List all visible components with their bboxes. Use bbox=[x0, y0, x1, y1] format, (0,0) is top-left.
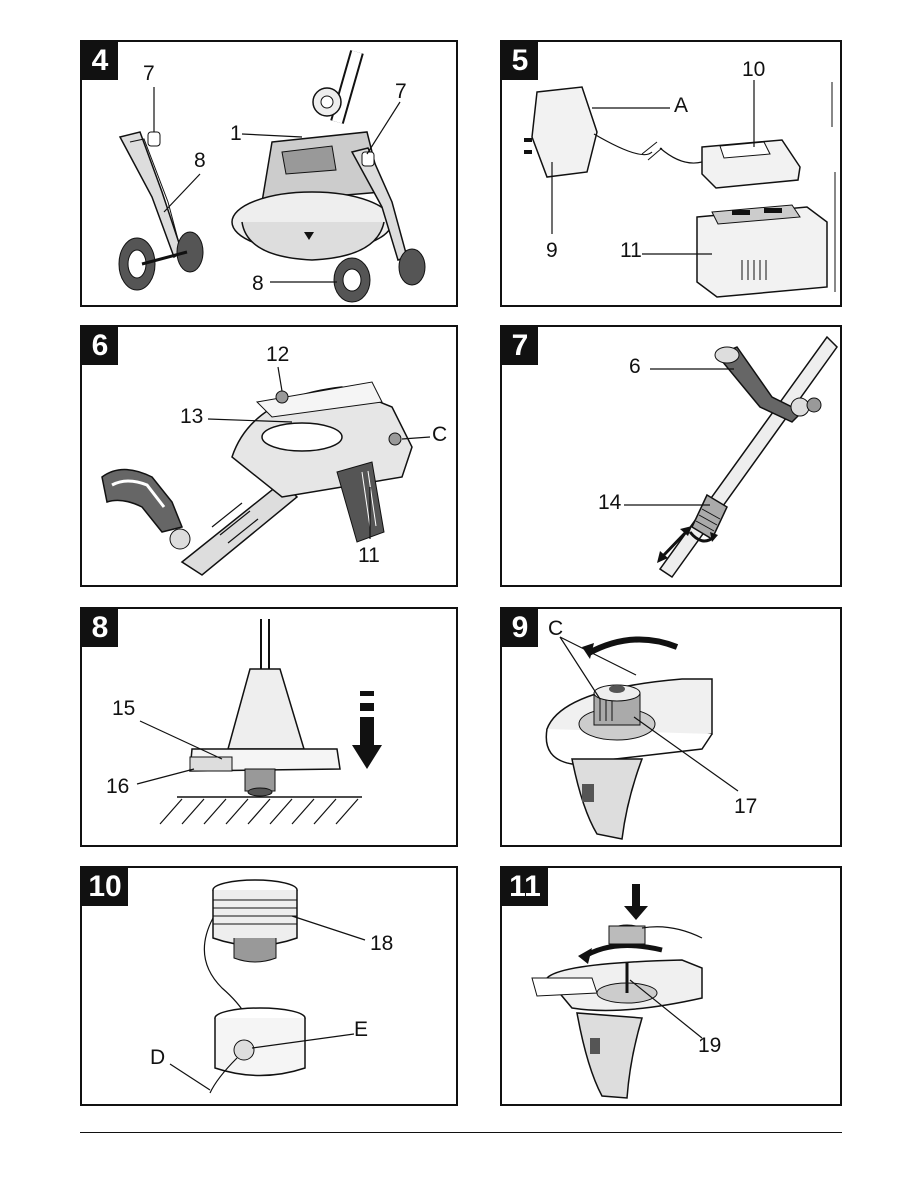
callout-label: 6 bbox=[629, 355, 641, 378]
callout-label: 12 bbox=[266, 343, 289, 366]
spool-removal-illustration: C 17 bbox=[545, 617, 757, 840]
callout-label: 1 bbox=[230, 122, 242, 145]
callout-label: A bbox=[674, 94, 688, 117]
callout-label: 7 bbox=[395, 80, 407, 103]
figure-panel-5: 5 10 A 9 11 bbox=[500, 40, 842, 307]
callout-label: 7 bbox=[143, 62, 155, 85]
figure-number: 11 bbox=[502, 868, 548, 906]
figure-number: 7 bbox=[502, 327, 538, 365]
trimmer-handle-illustration: 12 13 C 11 bbox=[101, 343, 447, 576]
callout-label: 11 bbox=[358, 544, 380, 567]
figure-panel-9: 9 C 17 bbox=[500, 607, 842, 847]
callout-label: E bbox=[354, 1018, 368, 1041]
callout-label: 19 bbox=[698, 1034, 721, 1057]
callout-label: 18 bbox=[370, 932, 393, 955]
figure-number: 5 bbox=[502, 42, 538, 80]
telescopic-shaft-illustration: 6 14 bbox=[598, 335, 838, 579]
figure-panel-10: 10 18 D E bbox=[80, 866, 458, 1106]
figure-number: 10 bbox=[82, 868, 128, 906]
callout-label: 16 bbox=[106, 775, 129, 798]
callout-label: D bbox=[150, 1046, 165, 1069]
figure-panel-8: 8 15 16 bbox=[80, 607, 458, 847]
callout-label: 11 bbox=[620, 239, 642, 262]
spool-bump-illustration: 15 16 bbox=[106, 619, 382, 825]
figure-number: 6 bbox=[82, 327, 118, 365]
callout-label: 8 bbox=[252, 272, 264, 295]
spool-insertion-illustration: 19 bbox=[531, 884, 721, 1099]
callout-label: 14 bbox=[598, 491, 622, 514]
figure-number: 4 bbox=[82, 42, 118, 80]
figure-number: 9 bbox=[502, 609, 538, 647]
callout-label: 9 bbox=[546, 239, 558, 262]
figure-panel-4: 4 7 1 7 8 8 bbox=[80, 40, 458, 307]
footer-rule bbox=[80, 1132, 842, 1133]
callout-label: 13 bbox=[180, 405, 203, 428]
charger-battery-illustration: 10 A 9 11 bbox=[524, 58, 836, 298]
callout-label: C bbox=[548, 617, 563, 640]
callout-label: 10 bbox=[742, 58, 765, 81]
figure-panel-7: 7 6 14 bbox=[500, 325, 842, 587]
callout-label: 17 bbox=[734, 795, 757, 818]
callout-label: C bbox=[432, 423, 447, 446]
figure-number: 8 bbox=[82, 609, 118, 647]
figure-panel-11: 11 19 bbox=[500, 866, 842, 1106]
trimmer-wheels-illustration: 7 1 7 8 8 bbox=[118, 50, 426, 303]
figure-panel-6: 6 12 13 C 11 bbox=[80, 325, 458, 587]
callout-label: 15 bbox=[112, 697, 135, 720]
spool-line-illustration: 18 D E bbox=[150, 879, 393, 1094]
callout-label: 8 bbox=[194, 149, 206, 172]
